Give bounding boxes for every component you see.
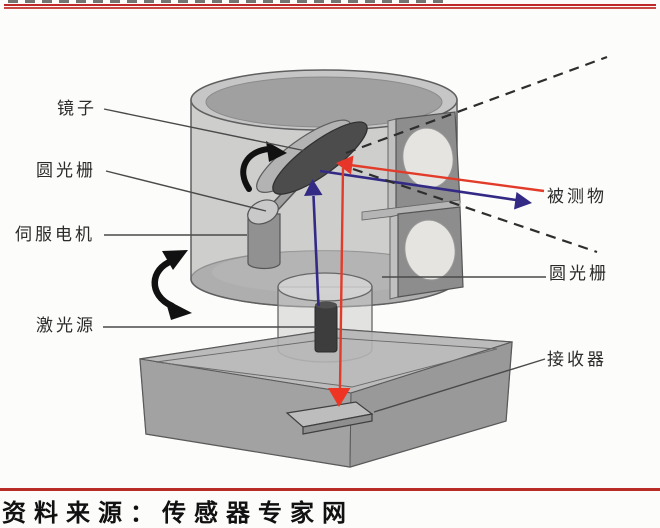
encoder-grating-disc [247,199,279,225]
return-laser-beam [328,155,545,407]
mirror-rotation-arrow [240,141,287,192]
scan-range-dashed-rays [345,55,608,254]
label-circular-grating-left: 圆光栅 [36,161,96,180]
receiver-base [139,328,513,468]
footer-rule [0,488,660,491]
grating-panel-bottom [389,206,464,300]
label-receiver: 接收器 [547,350,607,369]
laser-source-rod [314,301,338,353]
label-servo-motor: 伺服电机 [15,225,95,244]
receiver-plate [285,401,374,435]
drum-oscillation-arrow [151,250,192,320]
clipped-title-fragments [8,0,446,3]
header-rule-top [4,4,656,6]
label-circular-grating-right: 圆光栅 [549,264,609,283]
outgoing-laser-beam [304,169,532,307]
label-mirror: 镜子 [57,99,97,118]
label-measured-object: 被测物 [547,187,607,206]
source-attribution: 资料来源：传感器专家网 [2,500,354,527]
header-rule-bottom [4,7,656,9]
servo-motor [247,213,281,270]
grating-panel-top [387,111,461,216]
label-laser-source: 激光源 [36,316,96,335]
leader-lines [103,108,546,413]
